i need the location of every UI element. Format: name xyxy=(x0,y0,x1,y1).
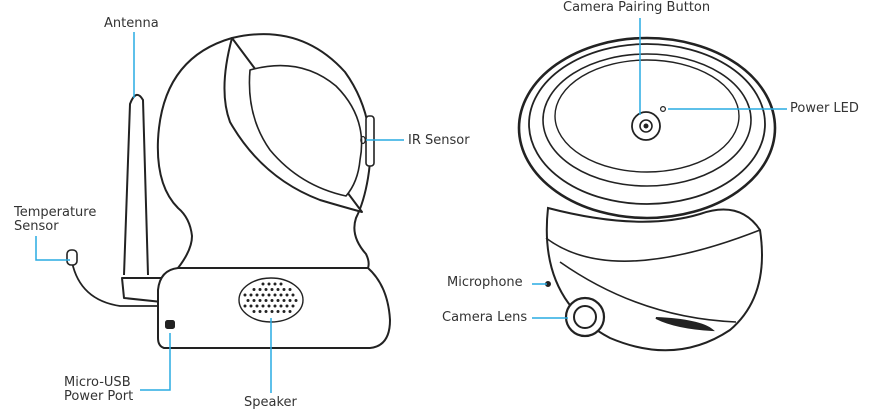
speaker-hole xyxy=(246,299,250,302)
speaker-hole xyxy=(261,293,265,297)
speaker-hole xyxy=(258,288,262,291)
ir-sensor-window xyxy=(365,115,375,167)
speaker-hole xyxy=(282,310,286,313)
speaker-hole xyxy=(255,304,259,308)
speaker-hole xyxy=(282,288,286,291)
speaker-hole xyxy=(252,299,256,302)
base-fin xyxy=(121,277,163,303)
lens-ring xyxy=(248,64,363,197)
label-antenna: Antenna xyxy=(104,16,159,31)
speaker-hole xyxy=(261,282,265,286)
ball-shadow xyxy=(655,317,715,332)
speaker-hole xyxy=(276,310,280,313)
speaker-hole xyxy=(270,288,274,291)
label-microphone: Microphone xyxy=(447,275,523,290)
callout-lines xyxy=(35,18,787,393)
speaker-hole xyxy=(285,293,289,297)
antenna-shape xyxy=(123,93,149,276)
speaker-hole xyxy=(279,293,283,297)
speaker-hole xyxy=(294,299,298,302)
speaker-hole xyxy=(261,304,265,308)
speaker-hole xyxy=(243,304,247,308)
speaker-hole xyxy=(249,304,253,308)
temperature-sensor-tip xyxy=(66,249,78,266)
speaker-hole xyxy=(264,310,268,313)
speaker-hole xyxy=(258,310,262,313)
speaker-hole xyxy=(288,310,292,313)
speaker-hole xyxy=(279,282,283,286)
label-micro-usb-port: Micro-USB Power Port xyxy=(64,375,134,404)
temperature-cable xyxy=(71,261,162,307)
speaker-hole xyxy=(267,293,271,297)
speaker-hole xyxy=(279,304,283,308)
speaker-hole xyxy=(288,299,292,302)
speaker-hole xyxy=(267,282,271,286)
callout-usb xyxy=(140,333,171,391)
speaker-hole xyxy=(249,293,253,297)
label-ir-sensor: IR Sensor xyxy=(408,133,470,148)
speaker-hole xyxy=(291,293,295,297)
speaker-hole xyxy=(255,293,259,297)
speaker-hole xyxy=(276,288,280,291)
speaker-hole xyxy=(267,304,271,308)
speaker-hole xyxy=(252,288,256,291)
speaker-hole xyxy=(276,299,280,302)
speaker-hole xyxy=(282,299,286,302)
speaker-hole xyxy=(258,299,262,302)
speaker-hole xyxy=(288,288,292,291)
speaker-hole xyxy=(291,304,295,308)
label-speaker: Speaker xyxy=(244,395,297,410)
callout-temperature xyxy=(35,236,70,261)
speaker-hole xyxy=(273,304,277,308)
label-temperature-sensor: Temperature Sensor xyxy=(14,205,97,234)
label-camera-lens: Camera Lens xyxy=(442,310,528,325)
speaker-hole xyxy=(270,310,274,313)
speaker-hole xyxy=(270,299,274,302)
speaker-hole xyxy=(252,310,256,313)
speaker-hole xyxy=(243,293,247,297)
ball-collar xyxy=(545,229,761,262)
speaker-hole xyxy=(264,288,268,291)
micro-usb-port xyxy=(165,320,175,329)
speaker-hole xyxy=(273,282,277,286)
speaker-hole xyxy=(273,293,277,297)
speaker-hole xyxy=(285,304,289,308)
label-power-led: Power LED xyxy=(790,101,859,116)
power-led-dot xyxy=(659,105,666,112)
speaker-hole xyxy=(264,299,268,302)
camera-lens-inner xyxy=(573,305,597,329)
label-camera-pairing-button: Camera Pairing Button xyxy=(563,0,711,15)
